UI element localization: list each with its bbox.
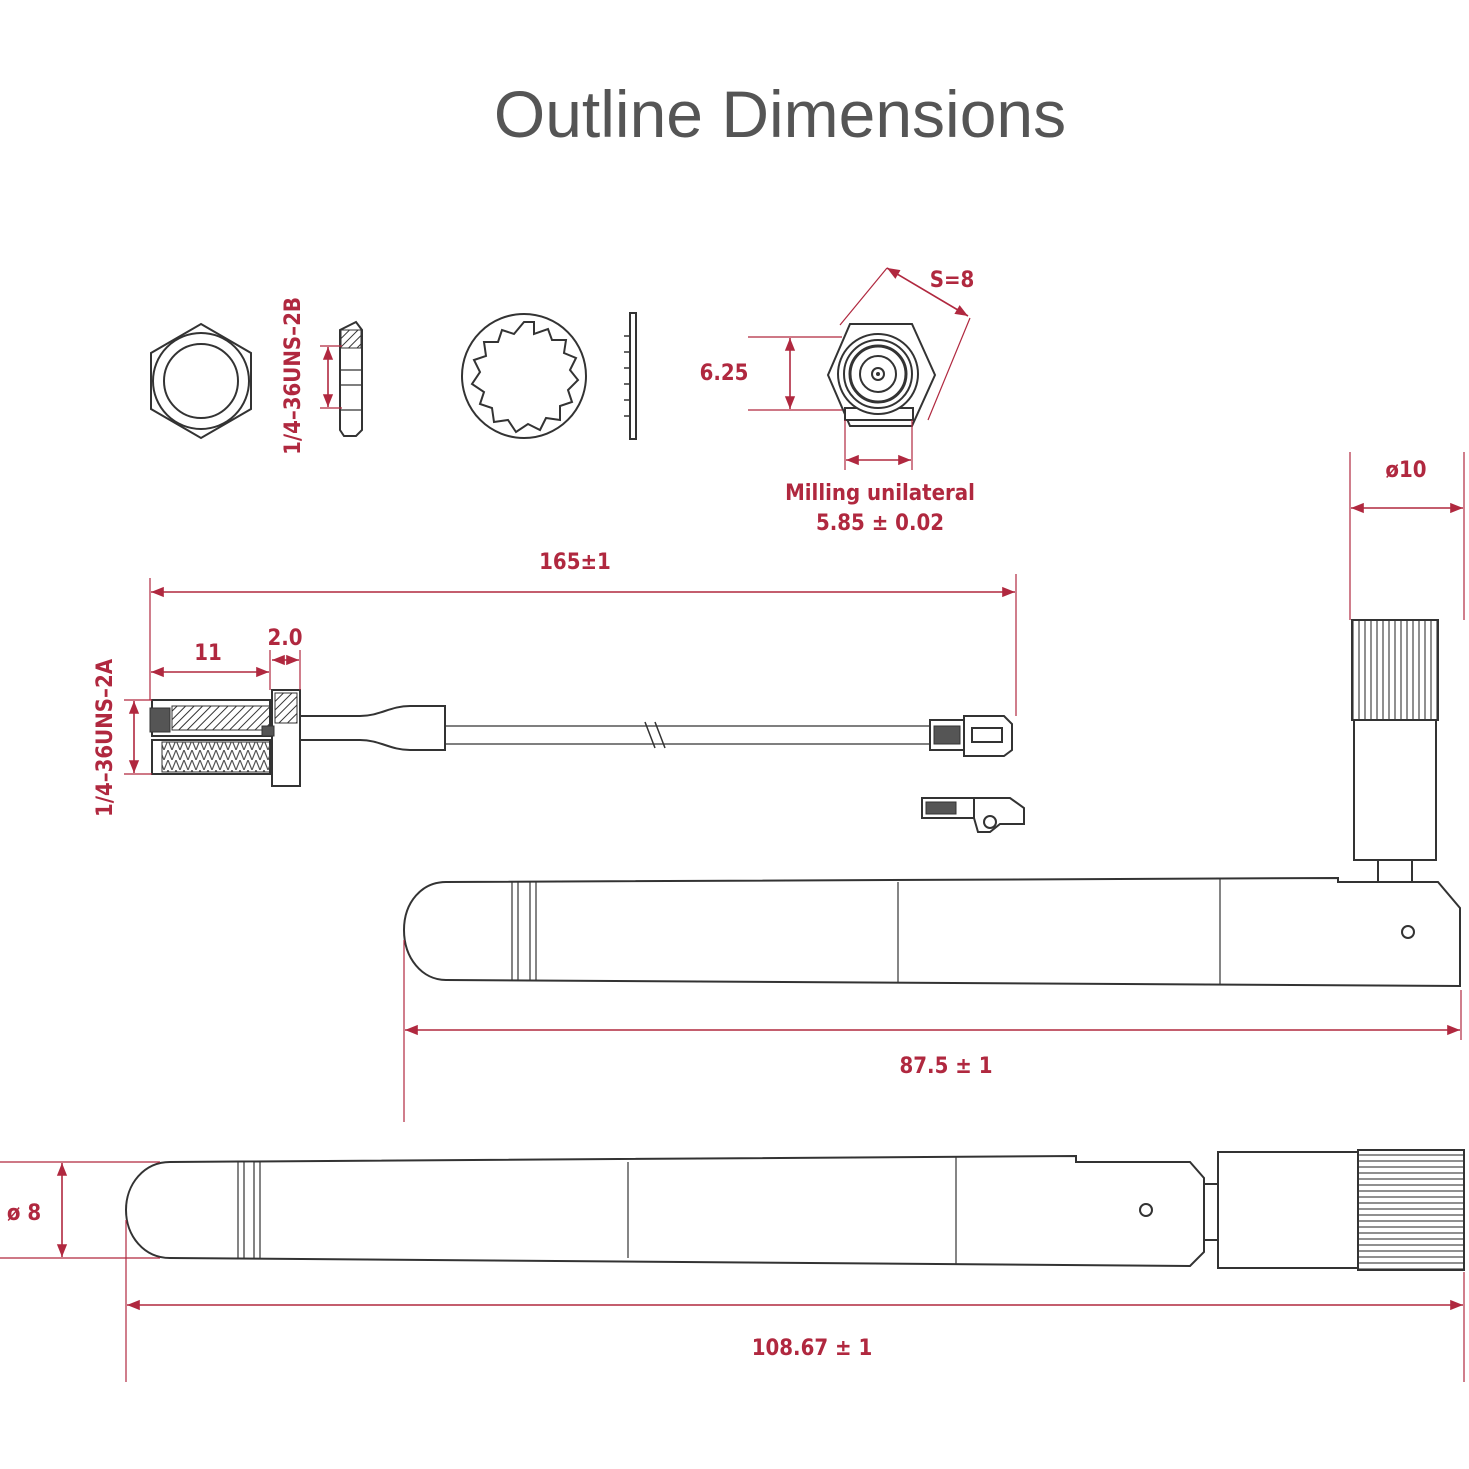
pigtail-cable-assembly (149, 689, 1013, 787)
straight-antenna (124, 1149, 1465, 1271)
milling-label-line1: Milling unilateral (785, 481, 975, 506)
hex-size-label: S=8 (930, 268, 975, 293)
connector-thread-dimension: 1/4–36UNS–2A (93, 658, 152, 817)
antenna-diameter-top-label: ø10 (1385, 458, 1426, 483)
flange-thickness-label: 2.0 (267, 626, 302, 651)
folded-antenna (402, 619, 1461, 988)
connector-thread-label: 1/4–36UNS–2A (93, 658, 118, 817)
milling-label-line2: 5.85 ± 0.02 (816, 511, 944, 536)
straight-length-dimension: 108.67 ± 1 (125, 1220, 1465, 1382)
connector-end-view (826, 323, 937, 427)
lock-washer-side-view (624, 312, 637, 440)
antenna-diameter-top-dimension: ø10 (1349, 452, 1465, 620)
hex-nut-front-view (150, 322, 252, 440)
flange-thickness-dimension: 2.0 (267, 626, 303, 690)
cable-length-dimension: 165±1 (149, 550, 1017, 716)
folded-length-label: 87.5 ± 1 (900, 1054, 993, 1079)
flat-height-dimension: 6.25 (700, 336, 842, 411)
thread-length-dimension: 11 (151, 641, 271, 690)
flat-height-label: 6.25 (700, 361, 749, 386)
hex-size-dimension: S=8 (839, 267, 975, 421)
straight-length-label: 108.67 ± 1 (752, 1336, 873, 1361)
thread-length-label: 11 (194, 641, 222, 666)
lock-washer-front-view (461, 313, 587, 439)
nut-thread-label: 1/4–36UNS–2B (281, 297, 306, 455)
page-title: Outline Dimensions (494, 77, 1066, 151)
cable-length-label: 165±1 (539, 550, 611, 575)
ufl-connector-side-view (921, 797, 1025, 833)
nut-thread-dimension: 1/4–36UNS–2B (281, 297, 342, 455)
antenna-diameter-side-label: ø 8 (7, 1201, 41, 1226)
hex-nut-side-view (339, 320, 363, 437)
antenna-diameter-side-dimension: ø 8 (0, 1161, 160, 1259)
folded-length-dimension: 87.5 ± 1 (403, 940, 1462, 1122)
milling-dimension: Milling unilateral 5.85 ± 0.02 (785, 420, 975, 536)
